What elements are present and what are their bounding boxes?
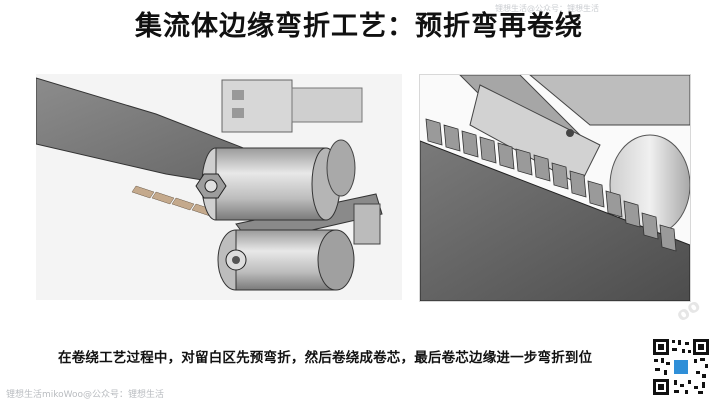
roller-assembly-illustration bbox=[36, 74, 402, 300]
qr-code-pattern bbox=[652, 338, 710, 396]
top-watermark: 锂想生活@公众号：锂想生活 bbox=[495, 4, 599, 13]
qr-code-icon bbox=[652, 338, 710, 396]
edge-folding-detail-illustration bbox=[419, 74, 691, 302]
page-title: 集流体边缘弯折工艺：预折弯再卷绕 bbox=[135, 11, 583, 42]
bottom-watermark: 锂想生活mikoWoo@公众号：锂想生活 bbox=[6, 390, 165, 400]
qr-logo-icon bbox=[672, 358, 690, 376]
caption-text: 在卷绕工艺过程中，对留白区先预弯折，然后卷绕成卷芯，最后卷芯边缘进一步弯折到位 bbox=[58, 350, 593, 366]
roller-assembly-svg bbox=[36, 77, 383, 291]
edge-folding-svg bbox=[420, 75, 690, 301]
